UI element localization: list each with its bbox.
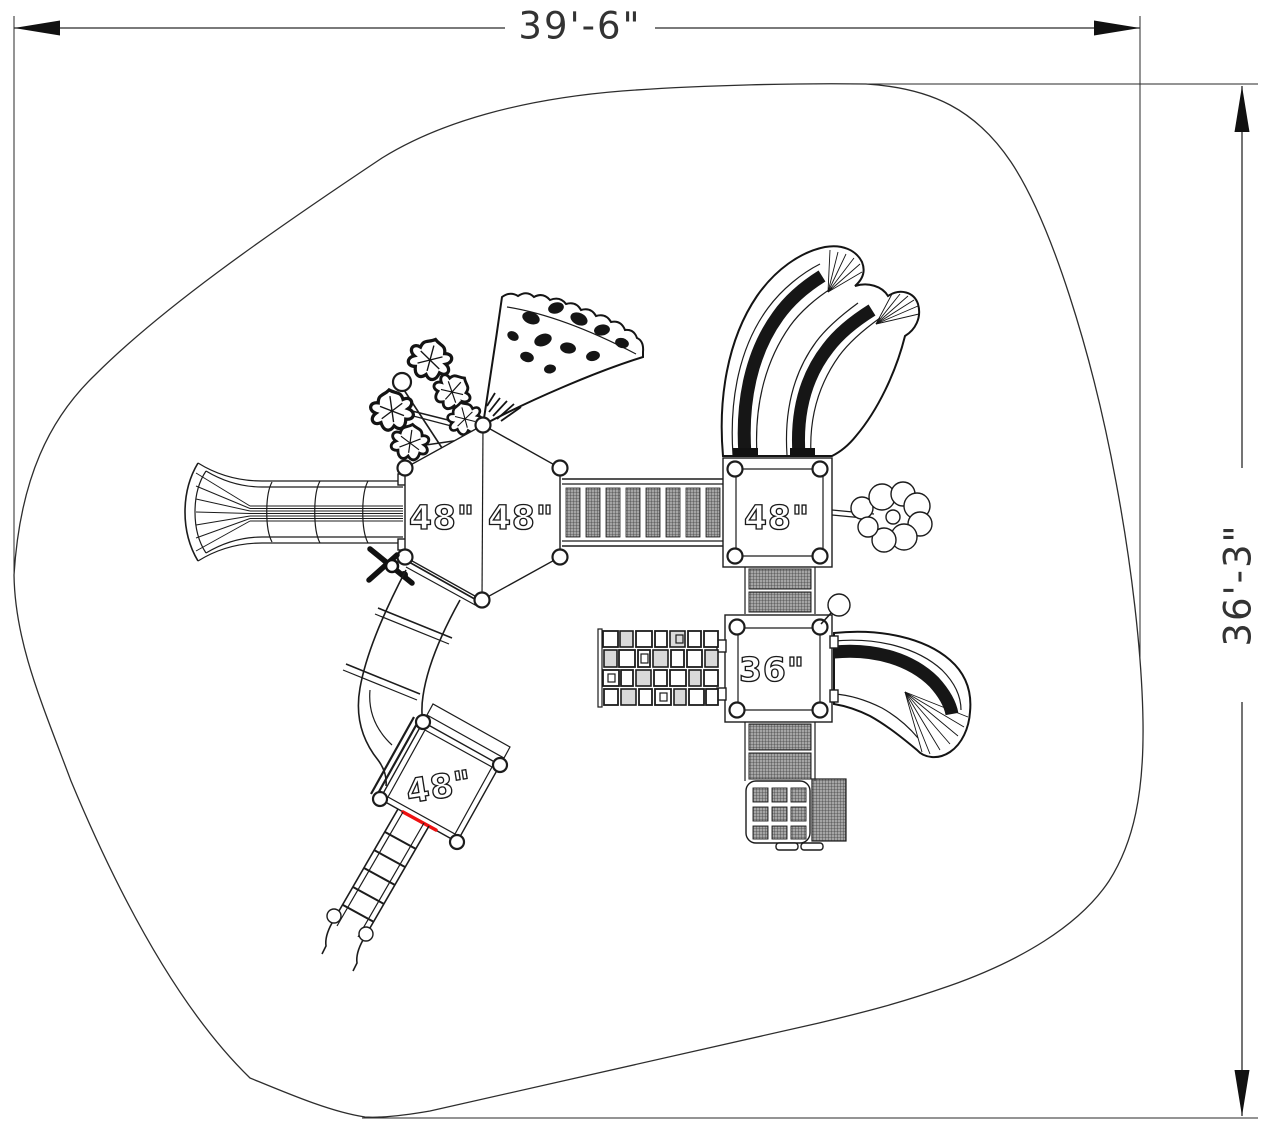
slide-mount-tab (829, 635, 839, 649)
deck-36: 36" (724, 593, 851, 723)
slide-exit-fan (827, 249, 920, 325)
ladder-foot (326, 908, 342, 924)
periscope-post (827, 593, 851, 617)
canopy-spots (507, 302, 629, 374)
slide-mount (733, 448, 758, 457)
step-foot (800, 842, 824, 851)
mid-square-label: 36" (739, 650, 805, 689)
dimension-height: 36'-3" (362, 83, 1260, 1119)
climb-panel (811, 778, 847, 842)
canopy-tip-hatch (486, 392, 522, 422)
use-zone-boundary (13, 83, 1144, 1118)
double-curve-slide (720, 245, 921, 457)
height-dimension-label: 36'-3" (1217, 523, 1260, 646)
steering-wheel (366, 546, 415, 586)
clatter-bridge (562, 478, 724, 547)
deck-48-upper: 48" (722, 457, 833, 568)
arrow-left-icon (14, 20, 60, 36)
hex-right-label: 48" (488, 498, 554, 537)
step-foot (775, 842, 799, 851)
deck-48-rotated: 48" (370, 703, 511, 851)
ladder-rungs (342, 831, 417, 923)
pizza-canopy (481, 292, 645, 427)
hex-deck: 48" 48" (396, 416, 569, 609)
blocks (602, 630, 719, 706)
block-climb-wall (597, 628, 727, 708)
slide-envelope (833, 630, 972, 758)
bridge-slats (565, 487, 721, 538)
hatched-ramp-upper (744, 567, 816, 614)
hex-left-label: 48" (409, 498, 475, 537)
dimension-width: 39'-6" (13, 5, 1141, 772)
arrow-down-icon (1234, 1070, 1250, 1116)
slide-mount-tab (829, 689, 839, 703)
arrow-up-icon (1234, 86, 1250, 132)
entry-marker-red (401, 810, 438, 832)
flower-cluster (831, 481, 933, 553)
slide-exit-bell (184, 462, 199, 562)
access-ladder (321, 808, 430, 972)
straight-slide (184, 462, 407, 562)
hatched-ramp-lower (744, 722, 816, 781)
upper-square-label: 48" (744, 498, 810, 537)
slide-mount (790, 448, 815, 457)
handrail-loop (426, 703, 511, 759)
transfer-module (745, 778, 847, 851)
curve-slide-right (829, 630, 972, 758)
arrow-right-icon (1094, 20, 1140, 36)
ladder-foot (358, 926, 374, 942)
slide-center-rails (195, 472, 403, 552)
climber-post (391, 371, 413, 393)
width-dimension-label: 39'-6" (518, 5, 641, 48)
slide-exit-fan (904, 691, 969, 755)
deck-outline (722, 457, 833, 568)
